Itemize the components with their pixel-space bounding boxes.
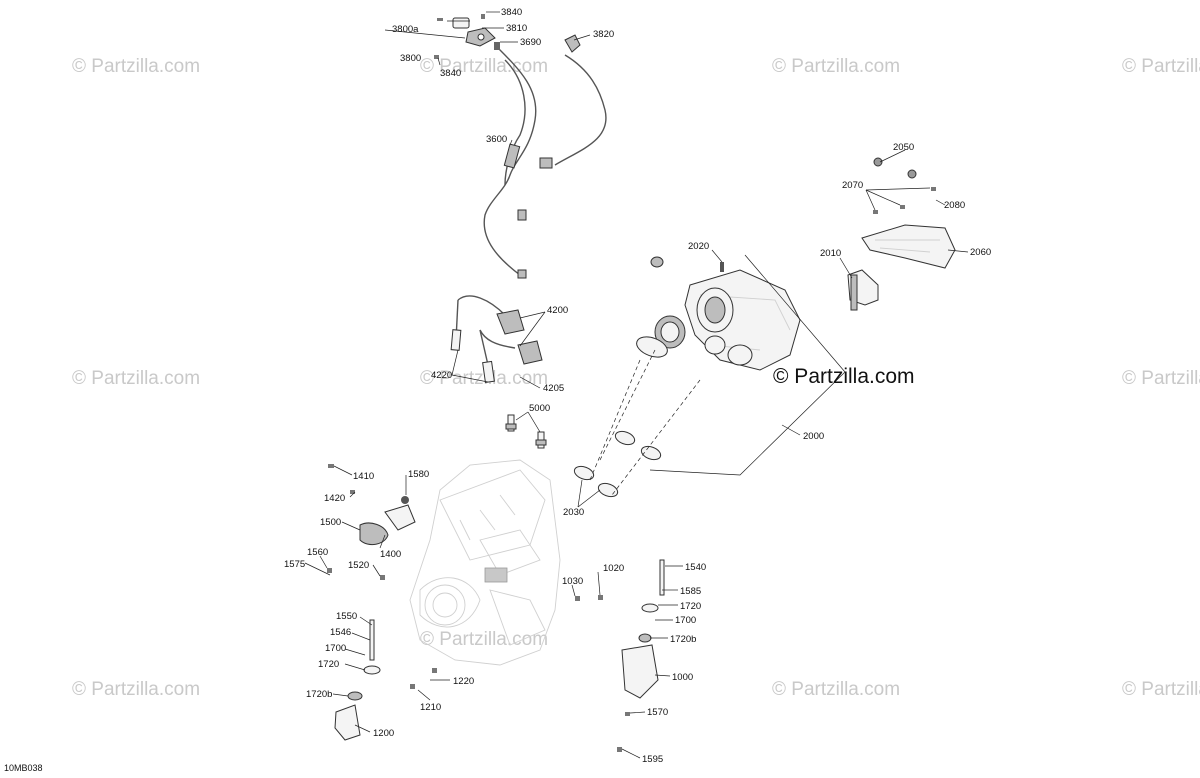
callout-label: 1720b (670, 634, 696, 645)
callout-label: 3600 (486, 134, 507, 145)
watermark: © Partzilla.com (1122, 368, 1200, 389)
callout-label: 2050 (893, 142, 914, 153)
sensor-bracket-3800 (434, 14, 581, 59)
callout-label: 1210 (420, 702, 441, 713)
watermark: © Partzilla.com (1122, 56, 1200, 77)
callout-label: 2030 (563, 507, 584, 518)
callout-label: 1000 (672, 672, 693, 683)
spark-plugs-5000 (505, 414, 547, 449)
callout-label: 1540 (685, 562, 706, 573)
callout-label: 4200 (547, 305, 568, 316)
callout-label: 3840 (440, 68, 461, 79)
watermark: © Partzilla.com (420, 629, 548, 650)
callout-label: 1400 (380, 549, 401, 560)
watermark: © Partzilla.com (420, 368, 548, 389)
callout-label: 3800a (392, 24, 419, 35)
watermark: © Partzilla.com (1122, 679, 1200, 700)
callout-label: 2060 (970, 247, 991, 258)
callout-label: 2070 (842, 180, 863, 191)
watermark-layer: © Partzilla.com © Partzilla.com © Partzi… (72, 56, 1200, 700)
leader-lines (304, 11, 969, 759)
watermark: © Partzilla.com (72, 679, 200, 700)
callout-label: 1420 (324, 493, 345, 504)
callout-label: 2010 (820, 248, 841, 259)
holder-2010 (847, 269, 879, 311)
callout-label: 2080 (944, 200, 965, 211)
callout-label: 1720 (318, 659, 339, 670)
callout-label: 1700 (675, 615, 696, 626)
callout-label: 4205 (543, 383, 564, 394)
engine-mount-1000 (410, 559, 665, 752)
engine-mount-1200 (334, 619, 381, 741)
callout-label: 1720b (306, 689, 332, 700)
callout-label: 1200 (373, 728, 394, 739)
diagram-code: 10MB038 (4, 763, 43, 773)
callout-label: 3690 (520, 37, 541, 48)
callout-label: 5000 (529, 403, 550, 414)
callout-label: 1720 (680, 601, 701, 612)
callout-label: 3800 (400, 53, 421, 64)
harness-3600 (483, 47, 607, 279)
callout-label: 1575 (284, 559, 305, 570)
watermark: © Partzilla.com (772, 679, 900, 700)
engine-block-ghost (409, 459, 561, 666)
callout-label: 1520 (348, 560, 369, 571)
watermark: © Partzilla.com (772, 56, 900, 77)
callout-label: 1220 (453, 676, 474, 687)
callout-label: 1030 (562, 576, 583, 587)
watermark: © Partzilla.com (420, 56, 548, 77)
callout-labels: 3840 3800a 3810 3690 3820 3800 3840 3600… (284, 7, 991, 765)
bracket-2060 (861, 157, 956, 269)
callout-label: 3820 (593, 29, 614, 40)
callout-label: 1560 (307, 547, 328, 558)
callout-label: 1410 (353, 471, 374, 482)
callout-label: 1500 (320, 517, 341, 528)
callout-label: 1020 (603, 563, 624, 574)
callout-label: 4220 (431, 370, 452, 381)
callout-label: 1595 (642, 754, 663, 765)
callout-label: 1570 (647, 707, 668, 718)
callout-label: 1700 (325, 643, 346, 654)
ignition-coils-4200 (450, 295, 543, 384)
engine-mount-left (327, 464, 416, 580)
clamps-2030 (573, 349, 701, 498)
callout-label: 1580 (408, 469, 429, 480)
callout-label: 2000 (803, 431, 824, 442)
watermark: © Partzilla.com (72, 368, 200, 389)
watermark: © Partzilla.com (72, 56, 200, 77)
callout-label: 1585 (680, 586, 701, 597)
callout-label: 3840 (501, 7, 522, 18)
callout-label: 1546 (330, 627, 351, 638)
callout-label: 1550 (336, 611, 357, 622)
airbox-assembly-2000 (636, 256, 801, 371)
watermark-overlay: © Partzilla.com (773, 365, 915, 388)
callout-label: 2020 (688, 241, 709, 252)
callout-label: 3810 (506, 23, 527, 34)
